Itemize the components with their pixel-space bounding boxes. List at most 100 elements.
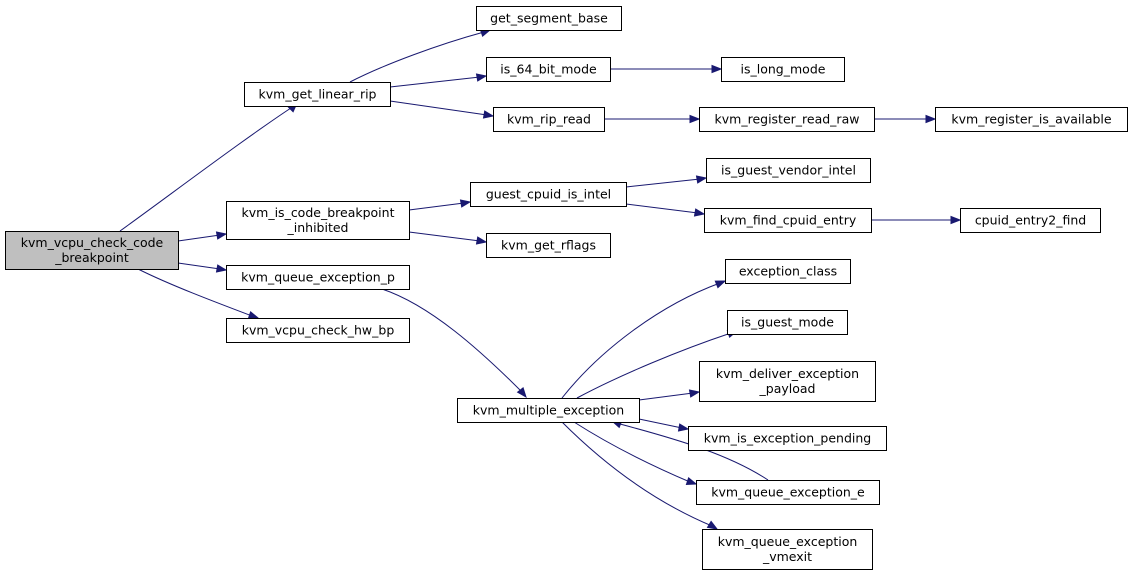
node-label: kvm_rip_read — [507, 112, 591, 127]
node-queue-exc-vmexit[interactable]: kvm_queue_exception_vmexit — [702, 529, 873, 570]
edge-multiple_exc-to-exc_pending — [638, 418, 690, 432]
node-code-bp-inhibited[interactable]: kvm_is_code_breakpoint_inhibited — [226, 201, 410, 240]
edge-find_cpuid-to-cpuid2_find — [871, 215, 962, 225]
arrowhead-icon — [689, 114, 701, 124]
node-box — [470, 182, 627, 207]
node-is-long[interactable]: is_long_mode — [721, 57, 845, 82]
edge-linear_rip-to-seg_base — [349, 28, 492, 83]
node-label: kvm_register_is_available — [951, 112, 1111, 127]
arrowhead-icon — [482, 110, 495, 119]
node-label: get_segment_base — [490, 11, 608, 26]
arrowhead-icon — [950, 215, 962, 225]
node-label: kvm_multiple_exception — [473, 403, 624, 418]
node-box — [699, 361, 876, 402]
node-box — [226, 201, 410, 240]
arrowhead-icon — [685, 476, 698, 486]
edge-line — [408, 231, 481, 242]
node-box — [721, 57, 845, 82]
node-box — [702, 529, 873, 570]
node-linear-rip[interactable]: kvm_get_linear_rip — [244, 82, 391, 107]
node-check-hw-bp[interactable]: kvm_vcpu_check_hw_bp — [226, 318, 410, 343]
node-label: kvm_vcpu_check_hw_bp — [242, 323, 395, 338]
edge-queue_exc_p-to-multiple_exc — [381, 288, 527, 399]
node-queue-exc-p[interactable]: kvm_queue_exception_p — [226, 265, 410, 290]
edge-line — [625, 178, 701, 188]
node-reg-avail[interactable]: kvm_register_is_available — [935, 107, 1128, 132]
node-cpuid2-find[interactable]: cpuid_entry2_find — [960, 208, 1101, 233]
arrowhead-icon — [475, 236, 488, 245]
node-label: kvm_register_read_raw — [715, 112, 860, 127]
edge-line — [561, 282, 721, 399]
edge-cpuid_intel-to-find_cpuid — [625, 203, 706, 217]
node-rflags[interactable]: kvm_get_rflags — [486, 233, 611, 258]
arrowhead-icon — [677, 423, 690, 432]
edge-linear_rip-to-rip_read — [389, 100, 495, 119]
node-box — [226, 318, 410, 343]
edge-root-to-queue_exc_p — [177, 262, 228, 273]
node-label: kvm_is_exception_pending — [704, 431, 871, 446]
arrowhead-icon — [247, 310, 260, 320]
arrowhead-icon — [215, 264, 228, 273]
node-label: kvm_is_code_breakpoint — [242, 205, 395, 220]
node-vendor-intel[interactable]: is_guest_vendor_intel — [706, 158, 871, 183]
edge-multiple_exc-to-exc_class — [561, 280, 727, 399]
edge-line — [573, 421, 691, 483]
edge-line — [576, 332, 732, 399]
node-box — [244, 82, 391, 107]
edge-line — [389, 76, 481, 88]
node-multiple-exc[interactable]: kvm_multiple_exception — [457, 398, 640, 423]
edge-line — [349, 31, 485, 83]
node-label: is_guest_mode — [741, 315, 834, 330]
node-root: kvm_vcpu_check_code_breakpoint — [5, 231, 179, 270]
node-label: kvm_find_cpuid_entry — [720, 213, 857, 228]
arrowhead-icon — [459, 199, 472, 208]
node-box — [5, 231, 179, 270]
node-deliver-payload[interactable]: kvm_deliver_exception_payload — [699, 361, 876, 402]
edges-layer — [119, 28, 962, 530]
edge-line — [408, 202, 465, 211]
edge-code_bp_inhibited-to-rflags — [408, 231, 488, 245]
node-box — [493, 107, 605, 132]
node-cpuid-intel[interactable]: guest_cpuid_is_intel — [470, 182, 627, 207]
node-label: kvm_queue_exception — [718, 534, 858, 549]
edge-line — [625, 203, 699, 214]
node-seg-base[interactable]: get_segment_base — [476, 6, 622, 31]
node-is64[interactable]: is_64_bit_mode — [486, 57, 611, 82]
edge-code_bp_inhibited-to-cpuid_intel — [408, 199, 472, 211]
node-box — [486, 233, 611, 258]
edge-line — [119, 105, 295, 232]
arrowhead-icon — [688, 389, 701, 398]
node-label: is_64_bit_mode — [500, 62, 597, 77]
edge-line — [561, 421, 713, 527]
edge-line — [638, 392, 694, 401]
node-label: kvm_deliver_exception — [716, 366, 859, 381]
node-box — [727, 310, 848, 335]
edge-root-to-code_bp_inhibited — [177, 231, 228, 242]
node-box — [696, 480, 880, 505]
node-box — [486, 57, 611, 82]
edge-cpuid_intel-to-vendor_intel — [625, 175, 708, 188]
node-label: _vmexit — [762, 549, 812, 564]
node-exc-class[interactable]: exception_class — [725, 259, 851, 284]
node-box — [226, 265, 410, 290]
node-label: _payload — [759, 381, 816, 396]
node-exc-pending[interactable]: kvm_is_exception_pending — [688, 426, 887, 451]
node-box — [699, 107, 875, 132]
node-label: guest_cpuid_is_intel — [486, 187, 611, 202]
node-reg-read-raw[interactable]: kvm_register_read_raw — [699, 107, 875, 132]
node-box — [706, 158, 871, 183]
node-guest-mode[interactable]: is_guest_mode — [727, 310, 848, 335]
node-box — [688, 426, 887, 451]
node-box — [935, 107, 1128, 132]
node-rip-read[interactable]: kvm_rip_read — [493, 107, 605, 132]
node-find-cpuid[interactable]: kvm_find_cpuid_entry — [704, 208, 872, 233]
node-queue-exc-e[interactable]: kvm_queue_exception_e — [696, 480, 880, 505]
arrowhead-icon — [516, 386, 527, 399]
edge-is64-to-is_long — [610, 64, 723, 74]
node-label: kvm_get_linear_rip — [259, 87, 377, 102]
node-label: _inhibited — [287, 220, 349, 235]
node-label: is_guest_vendor_intel — [721, 163, 856, 178]
arrowhead-icon — [714, 280, 727, 289]
node-box — [960, 208, 1101, 233]
